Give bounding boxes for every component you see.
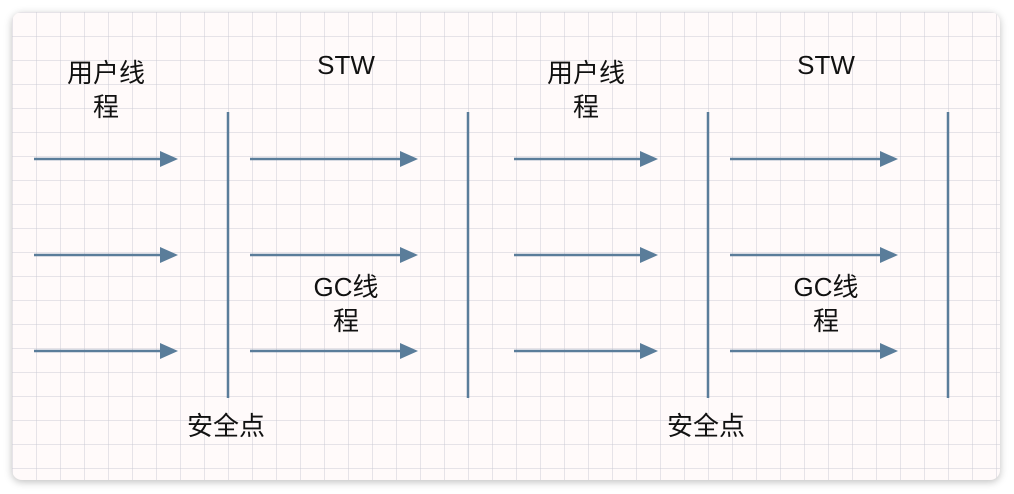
panel-1-gc-thread-arrow-3-head (400, 343, 418, 359)
panel-2-user-thread-arrow-1-head (640, 151, 658, 167)
panel-2-user-thread-label-line1: 用户线 (547, 58, 625, 88)
panel-1-gc-thread-label-line1: GC线 (313, 272, 378, 302)
panel-1-user-thread-arrow-3-head (160, 343, 178, 359)
panel-1-safepoint-label: 安全点 (187, 411, 265, 441)
panel-2-user-thread-label-line2: 程 (573, 92, 599, 122)
panel-2-user-thread-arrow-3-head (640, 343, 658, 359)
panel-1-gc-thread-label-line2: 程 (333, 306, 359, 336)
panel-2-user-thread-arrow-2-head (640, 247, 658, 263)
panel-2-gc-thread-arrow-1-head (880, 151, 898, 167)
panel-2-safepoint-label: 安全点 (667, 411, 745, 441)
panel-2-stw-label: STW (797, 50, 855, 80)
panel-2-gc-thread-arrow-3-head (880, 343, 898, 359)
panel-1-user-thread-label-line1: 用户线 (67, 58, 145, 88)
panel-2-gc-thread-label-line1: GC线 (793, 272, 858, 302)
panel-1-stw-label: STW (317, 50, 375, 80)
panel-1-user-thread-arrow-2-head (160, 247, 178, 263)
panel-2-gc-thread-label-line2: 程 (813, 306, 839, 336)
panel-1-gc-thread-arrow-2-head (400, 247, 418, 263)
panel-1-user-thread-label-line2: 程 (93, 92, 119, 122)
panel-1-user-thread-arrow-1-head (160, 151, 178, 167)
panel-2-gc-thread-arrow-2-head (880, 247, 898, 263)
panel-1-gc-thread-arrow-1-head (400, 151, 418, 167)
